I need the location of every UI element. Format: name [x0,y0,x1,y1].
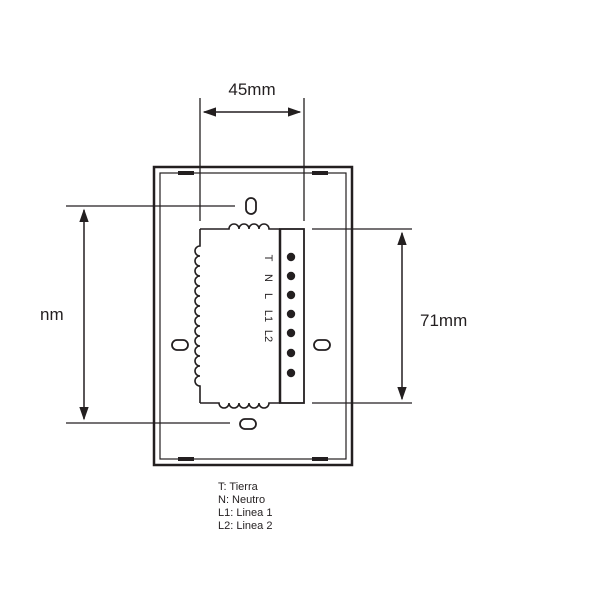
mounting-hole-right [313,339,331,351]
terminal-label-l2: L2 [262,330,274,342]
width-dimension [199,98,305,221]
terminal-screw [286,348,296,358]
legend-item-neutro: N: Neutro [218,494,266,506]
mounting-hole-left [171,339,189,351]
terminal-label-l1: L1 [262,310,274,322]
terminal-screw [286,328,296,338]
left-height-dimension-label: nm [40,305,64,324]
switch-plate [152,165,354,467]
terminal-label-l: L [262,293,274,299]
terminal-screws [286,252,296,378]
terminal-block [278,228,305,404]
right-height-dimension-label: 71mm [420,311,467,330]
terminal-legend: T: Tierra N: Neutro L1: Linea 1 L2: Line… [218,481,272,533]
terminal-screw [286,368,296,378]
switch-body [194,223,280,409]
terminal-screw [286,271,296,281]
legend-item-linea-1: L1: Linea 1 [218,507,273,519]
mounting-hole-top [245,197,257,215]
width-dimension-label: 45mm [228,80,275,99]
legend-item-tierra: T: Tierra [218,481,258,493]
mounting-hole-bottom [239,418,257,430]
terminal-screw [286,290,296,300]
terminal-label-n: N [262,274,274,282]
right-height-dimension [312,228,412,404]
mounting-holes [171,197,331,430]
terminal-labels: T N L L1 L2 [262,255,274,342]
terminal-screw [286,252,296,262]
terminal-label-t: T [262,255,274,262]
left-height-dimension [66,205,235,424]
legend-item-linea-2: L2: Linea 2 [218,520,273,532]
terminal-screw [286,309,296,319]
